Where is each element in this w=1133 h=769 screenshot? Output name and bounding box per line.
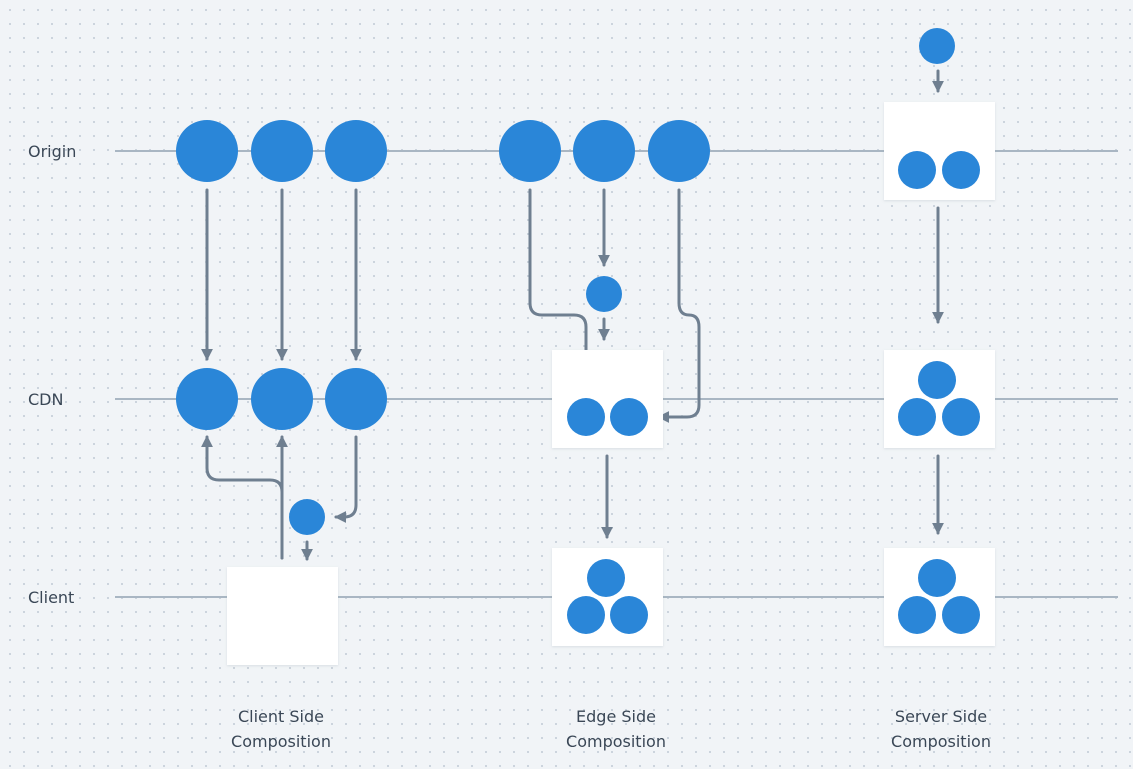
- edge-client-fragment: [587, 559, 625, 597]
- server-client-fragment: [898, 596, 936, 634]
- origin-fragment-node: [176, 120, 238, 182]
- server-cdn-fragment: [942, 398, 980, 436]
- column-label-line: Composition: [231, 732, 331, 751]
- arrow-client-request-1: [201, 435, 284, 560]
- cdn-fragment-node: [176, 368, 238, 430]
- arrow-origin-to-edge-3: [657, 188, 701, 423]
- column-label-line: Composition: [891, 732, 991, 751]
- arrow-cdn-to-fragment: [334, 435, 358, 523]
- column-label-line: Client Side: [237, 707, 324, 726]
- server-origin-fragment: [898, 151, 936, 189]
- server-cdn-fragment: [898, 398, 936, 436]
- cdn-fragment-node: [325, 368, 387, 430]
- column-label-client-side: Client Side Composition: [191, 704, 371, 754]
- server-client-fragment: [942, 596, 980, 634]
- client-composer-node: [289, 499, 325, 535]
- cdn-fragment-node: [251, 368, 313, 430]
- server-cdn-fragment: [918, 361, 956, 399]
- column-label-line: Server Side: [894, 707, 988, 726]
- origin-fragment-node: [648, 120, 710, 182]
- column-label-line: Composition: [566, 732, 666, 751]
- edge-client-fragment: [610, 596, 648, 634]
- row-label-client: Client: [28, 588, 75, 607]
- server-side-column: [884, 28, 995, 646]
- server-client-fragment: [918, 559, 956, 597]
- column-label-server-side: Server Side Composition: [851, 704, 1031, 754]
- client-side-column: [176, 120, 387, 665]
- edge-client-fragment: [567, 596, 605, 634]
- column-label-line: Edge Side: [576, 707, 656, 726]
- row-label-cdn: CDN: [28, 390, 64, 409]
- arrow-origin-to-edge-1: [528, 188, 592, 390]
- origin-fragment-node: [251, 120, 313, 182]
- edge-cdn-box: [552, 350, 663, 448]
- edge-cdn-fragment: [610, 398, 648, 436]
- client-page-box: [227, 567, 338, 665]
- edge-cdn-fragment: [567, 398, 605, 436]
- edge-side-column: [499, 120, 710, 646]
- server-origin-fragment: [942, 151, 980, 189]
- edge-fragment-node: [586, 276, 622, 312]
- server-fragment-node: [919, 28, 955, 64]
- origin-fragment-node: [325, 120, 387, 182]
- origin-fragment-node: [573, 120, 635, 182]
- row-label-origin: Origin: [28, 142, 77, 161]
- server-origin-box: [884, 102, 995, 200]
- origin-fragment-node: [499, 120, 561, 182]
- column-label-edge-side: Edge Side Composition: [526, 704, 706, 754]
